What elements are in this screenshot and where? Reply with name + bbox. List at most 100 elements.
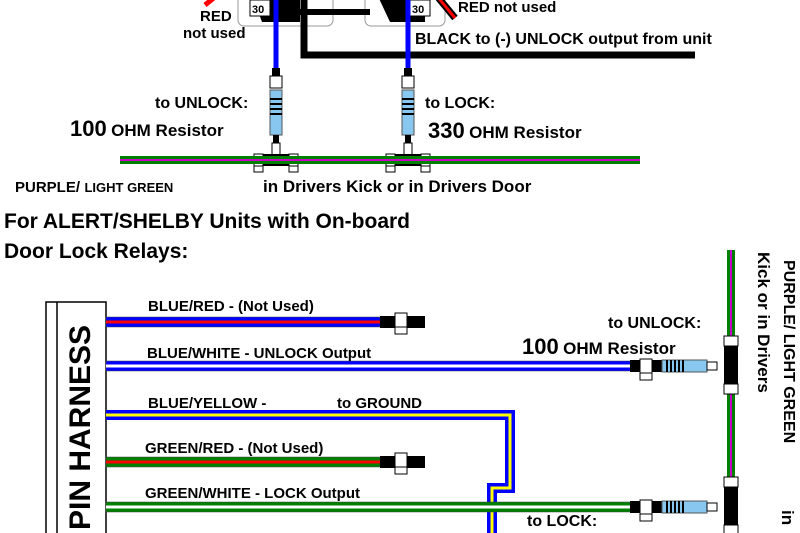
t-tap: [724, 487, 738, 525]
connector: [403, 142, 413, 156]
resistor-band: [670, 360, 672, 372]
red-wire: [438, 0, 457, 19]
wire-stripe: [106, 364, 640, 368]
relay-number-right: 30: [412, 4, 424, 16]
connector: [404, 68, 412, 76]
red-right-label: RED not used: [458, 0, 557, 16]
right-to-unlock-label: to UNLOCK:: [608, 315, 702, 332]
wire-color-2: LIGHT GREEN: [84, 180, 174, 195]
connector-cap: [394, 466, 408, 475]
right-unlock-resistor-label: 100 OHM Resistor: [522, 336, 676, 358]
right-to-lock-label: to LOCK:: [527, 513, 598, 530]
relay-right: [364, 0, 458, 27]
connector: [639, 358, 653, 374]
black-wire-label: BLACK to (-) UNLOCK output from unit: [415, 31, 712, 48]
wire-blue-yellow: [106, 410, 515, 533]
connector: [405, 135, 411, 143]
wire-label-green-red: GREEN/RED - (Not Used): [145, 440, 324, 457]
t-tap: [724, 346, 738, 384]
vertical-wire-label: PURPLE/ LIGHT GREEN: [780, 260, 797, 444]
resistor-band: [270, 98, 282, 100]
section-heading-line1: For ALERT/SHELBY Units with On-board: [4, 210, 410, 233]
to-unlock-label: to UNLOCK:: [155, 95, 249, 112]
red-wire: [203, 0, 216, 7]
location-label: in Drivers Kick or in Drivers Door: [263, 177, 532, 196]
wire-label-green-white: GREEN/WHITE - LOCK Output: [145, 485, 360, 502]
lock-resistor-label: 330 OHM Resistor: [428, 120, 582, 142]
pin-harness-label: PIN HARNESS: [64, 324, 97, 530]
resistor-band: [270, 103, 282, 105]
connector: [639, 372, 653, 381]
vertical-location-label: Kick or in Drivers: [754, 252, 773, 393]
resistor-unit: OHM Resistor: [469, 123, 582, 142]
unlock-resistor-label: 100 OHM Resistor: [70, 118, 224, 140]
connector: [401, 75, 415, 89]
red-label: RED: [200, 8, 232, 25]
resistor-value: 330: [428, 118, 465, 143]
black-wire: [300, 0, 695, 59]
resistor: [269, 89, 283, 136]
resistor-unit: OHM Resistor: [563, 339, 676, 358]
resistor-band: [674, 501, 676, 513]
wire-stripe: [106, 320, 380, 324]
connector: [271, 142, 281, 156]
t-tap-end: [253, 165, 264, 173]
connector: [639, 499, 653, 515]
wire-label-blue-white: BLUE/WHITE - UNLOCK Output: [147, 345, 372, 362]
connector-cap: [394, 452, 408, 468]
pin-harness-box: [45, 301, 107, 533]
purple-green-wire-top: [120, 156, 640, 164]
relay-number-left: 30: [252, 4, 264, 16]
t-tap-end: [385, 165, 396, 173]
resistor: [401, 89, 415, 136]
t-tap-end: [420, 165, 431, 173]
t-tap-end: [288, 165, 299, 173]
resistor-band: [666, 501, 668, 513]
connector-cap: [394, 326, 408, 335]
connector-cap: [394, 312, 408, 328]
resistor-band: [270, 113, 282, 115]
t-tap-end: [723, 524, 739, 533]
wire-stripe: [106, 413, 512, 533]
resistor-band: [678, 360, 680, 372]
wire-stripe: [106, 505, 640, 509]
relay-left: [203, 0, 334, 27]
resistor: [661, 500, 708, 514]
resistor-band: [402, 98, 414, 100]
connector: [273, 135, 279, 143]
resistor-band: [678, 501, 680, 513]
wire-stripe: [106, 460, 380, 464]
vertical-in-label: in: [778, 510, 797, 526]
resistor-band: [670, 501, 672, 513]
t-tap-end: [723, 476, 739, 488]
resistor-band: [682, 501, 684, 513]
resistor-band: [682, 360, 684, 372]
connector: [639, 513, 653, 522]
resistor-band: [674, 360, 676, 372]
resistor-value: 100: [522, 334, 559, 359]
section-heading-line2: Door Lock Relays:: [4, 240, 189, 263]
t-tap-end: [723, 383, 739, 395]
to-lock-label: to LOCK:: [425, 95, 496, 112]
resistor-value: 100: [70, 116, 107, 141]
t-tap-end: [723, 335, 739, 347]
resistor-band: [402, 103, 414, 105]
red-not-used-label: not used: [183, 25, 246, 42]
wire-color-1: PURPLE/: [15, 179, 81, 196]
resistor-unit: OHM Resistor: [111, 121, 224, 140]
connector: [706, 502, 718, 512]
connector: [272, 68, 280, 76]
purple-green-label: PURPLE/ LIGHT GREEN: [15, 180, 173, 196]
resistor: [661, 359, 708, 373]
to-ground-label: to GROUND: [337, 395, 422, 412]
resistor-band: [270, 108, 282, 110]
resistor-band: [666, 360, 668, 372]
connector: [706, 361, 718, 371]
wire-label-blue-yellow: BLUE/YELLOW -: [148, 395, 267, 412]
connector: [269, 75, 283, 89]
wire-label-blue-red: BLUE/RED - (Not Used): [148, 298, 314, 315]
resistor-band: [402, 108, 414, 110]
resistor-band: [402, 113, 414, 115]
